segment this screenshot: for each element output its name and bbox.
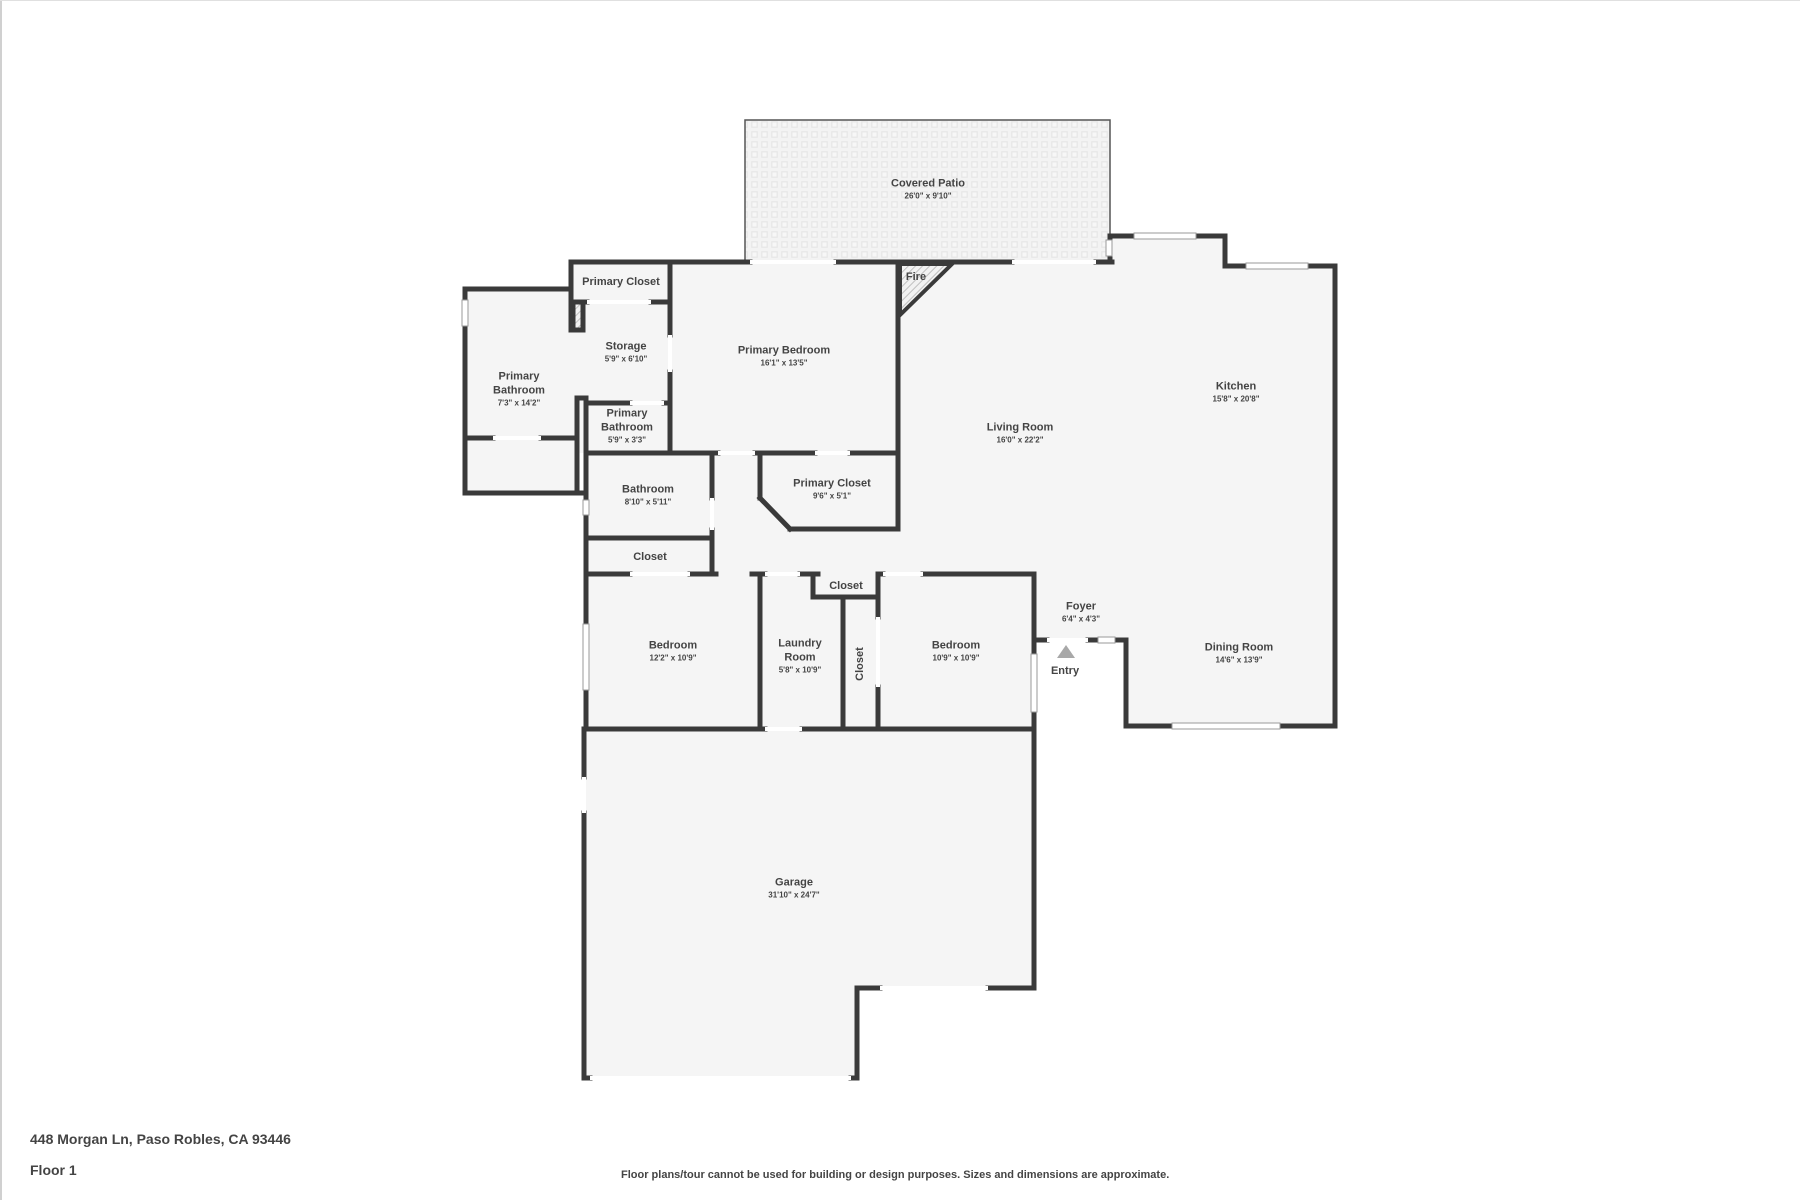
fireplace (898, 262, 957, 320)
room-foyer: Foyer 6'4" x 4'3" (1062, 600, 1100, 625)
room-name: Bathroom (622, 483, 674, 496)
floor-fills (465, 236, 1335, 1078)
room-name: Primary Bathroom (493, 370, 545, 397)
room-name: Primary Closet (793, 477, 871, 490)
room-living-room: Living Room 16'0" x 22'2" (987, 421, 1054, 446)
room-name: Bedroom (648, 639, 698, 652)
room-name: Foyer (1066, 600, 1096, 613)
room-primary-bathroom-large: Primary Bathroom 7'3" x 14'2" (484, 370, 554, 409)
room-kitchen: Kitchen 15'8" x 20'8" (1213, 380, 1260, 405)
room-name: Garage (775, 876, 813, 889)
room-dimensions: 10'9" x 10'9" (932, 653, 980, 663)
room-name: Primary Bathroom (601, 407, 653, 434)
room-primary-bathroom-small: Primary Bathroom 5'9" x 3'3" (592, 407, 662, 446)
disclaimer-text: Floor plans/tour cannot be used for buil… (621, 1169, 1170, 1181)
room-name: Kitchen (1215, 380, 1257, 393)
room-name: Closet (829, 580, 863, 592)
room-dimensions: 12'2" x 10'9" (649, 653, 697, 663)
room-name: Primary Closet (582, 276, 660, 288)
room-name: Dining Room (1204, 641, 1274, 654)
room-closet-small: Closet (829, 579, 863, 593)
room-dimensions: 7'3" x 14'2" (497, 398, 541, 408)
room-entry: Entry (1051, 664, 1079, 678)
room-primary-closet-mid: Primary Closet 9'6" x 5'1" (793, 477, 871, 502)
room-dimensions: 5'8" x 10'9" (778, 665, 822, 675)
room-name: Closet (633, 551, 667, 563)
image-border-left (0, 0, 2, 1200)
room-name: Covered Patio (891, 177, 965, 190)
walls (462, 233, 1338, 1081)
entry-arrow-icon (1057, 645, 1075, 658)
room-bathroom: Bathroom 8'10" x 5'11" (622, 483, 674, 508)
room-primary-bedroom: Primary Bedroom 16'1" x 13'5" (738, 344, 830, 369)
room-dimensions: 16'1" x 13'5" (760, 358, 808, 368)
room-dining-room: Dining Room 14'6" x 13'9" (1205, 641, 1273, 666)
room-name: Laundry Room (778, 637, 822, 664)
property-address: 448 Morgan Ln, Paso Robles, CA 93446 (30, 1131, 291, 1147)
room-dimensions: 9'6" x 5'1" (812, 491, 852, 501)
room-bedroom-2: Bedroom 10'9" x 10'9" (932, 639, 980, 664)
room-name: Storage (605, 340, 647, 353)
room-dimensions: 16'0" x 22'2" (996, 435, 1044, 445)
room-garage: Garage 31'10" x 24'7" (768, 876, 819, 901)
room-fire: Fire (906, 270, 926, 284)
room-name: Closet (854, 647, 866, 681)
room-name: Fire (905, 271, 927, 283)
room-name: Bedroom (931, 639, 981, 652)
room-dimensions: 15'8" x 20'8" (1212, 394, 1260, 404)
room-closet-vertical: Closet (853, 647, 867, 681)
room-bedroom-1: Bedroom 12'2" x 10'9" (649, 639, 697, 664)
room-name: Primary Bedroom (737, 344, 831, 357)
room-primary-closet-top: Primary Closet (582, 275, 660, 289)
room-laundry: Laundry Room 5'8" x 10'9" (770, 637, 830, 676)
room-dimensions: 31'10" x 24'7" (768, 890, 820, 900)
image-border-top (0, 0, 1800, 1)
room-closet-hall: Closet (633, 550, 667, 564)
room-covered-patio: Covered Patio 26'0" x 9'10" (891, 177, 965, 202)
room-name: Entry (1050, 665, 1080, 677)
room-dimensions: 8'10" x 5'11" (624, 497, 672, 507)
room-dimensions: 6'4" x 4'3" (1061, 614, 1101, 624)
room-dimensions: 14'6" x 13'9" (1215, 655, 1263, 665)
room-dimensions: 26'0" x 9'10" (904, 191, 952, 201)
floor-label: Floor 1 (30, 1162, 77, 1178)
room-dimensions: 5'9" x 3'3" (607, 435, 647, 445)
room-storage: Storage 5'9" x 6'10" (605, 340, 648, 365)
windows (461, 232, 1309, 730)
door-openings (493, 260, 1096, 1080)
room-dimensions: 5'9" x 6'10" (604, 354, 648, 364)
room-name: Living Room (986, 421, 1054, 434)
covered-patio-area (744, 119, 1111, 264)
